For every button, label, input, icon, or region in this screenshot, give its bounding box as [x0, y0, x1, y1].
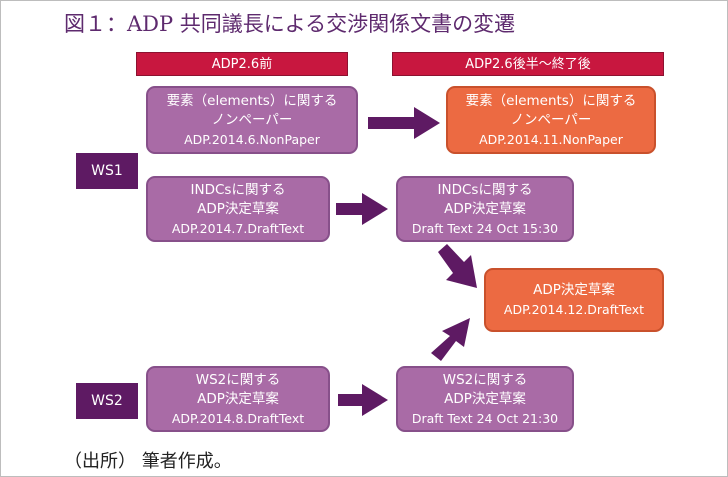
box-line: INDCsに関する	[190, 181, 286, 198]
box-line: ノンペーパー	[211, 111, 293, 128]
figure-source-note: （出所） 筆者作成。	[64, 451, 232, 472]
box-line: ADP決定草案	[197, 390, 279, 407]
box-doc-code: Draft Text 24 Oct 21:30	[411, 410, 559, 426]
box-ws1-indcs-draft-after: INDCsに関する ADP決定草案 Draft Text 24 Oct 15:3…	[396, 176, 574, 242]
box-line: ADP決定草案	[444, 200, 526, 217]
box-ws1-elements-nonpaper-before: 要素（elements）に関する ノンペーパー ADP.2014.6.NonPa…	[146, 86, 358, 154]
box-doc-code: ADP.2014.6.NonPaper	[184, 131, 320, 147]
box-line: WS2に関する	[195, 371, 281, 388]
box-doc-code: ADP.2014.7.DraftText	[171, 220, 305, 236]
arrow-ws2-to-merged	[431, 318, 470, 361]
box-line: ADP決定草案	[533, 282, 615, 298]
box-ws1-elements-nonpaper-after: 要素（elements）に関する ノンペーパー ADP.2014.11.NonP…	[446, 86, 656, 154]
arrow-indcs-to-updated	[336, 193, 388, 225]
workstream-ws2-label: WS2	[76, 383, 138, 419]
figure-title: 図１：ADP 共同議長による交渉関係文書の変遷	[64, 12, 516, 36]
box-line: 要素（elements）に関する	[465, 92, 637, 109]
box-ws2-draft-before: WS2に関する ADP決定草案 ADP.2014.8.DraftText	[146, 366, 330, 432]
box-line: INDCsに関する	[437, 181, 533, 198]
box-line: ノンペーパー	[510, 111, 592, 128]
box-doc-code: ADP.2014.12.DraftText	[503, 302, 645, 317]
header-after: ADP2.6後半～終了後	[392, 52, 664, 76]
box-merged-draft: ADP決定草案 ADP.2014.12.DraftText	[484, 268, 664, 332]
box-line: ADP決定草案	[197, 200, 279, 217]
box-ws1-indcs-draft-before: INDCsに関する ADP決定草案 ADP.2014.7.DraftText	[146, 176, 330, 242]
box-line: WS2に関する	[442, 371, 528, 388]
arrow-ws2-to-updated	[338, 384, 388, 416]
box-doc-code: ADP.2014.8.DraftText	[171, 410, 305, 426]
box-doc-code: Draft Text 24 Oct 15:30	[411, 220, 559, 236]
box-doc-code: ADP.2014.11.NonPaper	[479, 131, 623, 147]
arrow-indcs-to-merged	[438, 244, 477, 288]
box-line: 要素（elements）に関する	[166, 92, 338, 109]
header-before: ADP2.6前	[136, 52, 348, 76]
workstream-ws1-label: WS1	[76, 153, 138, 189]
box-line: ADP決定草案	[444, 390, 526, 407]
arrow-elements-to-updated	[368, 107, 440, 139]
box-ws2-draft-after: WS2に関する ADP決定草案 Draft Text 24 Oct 21:30	[396, 366, 574, 432]
